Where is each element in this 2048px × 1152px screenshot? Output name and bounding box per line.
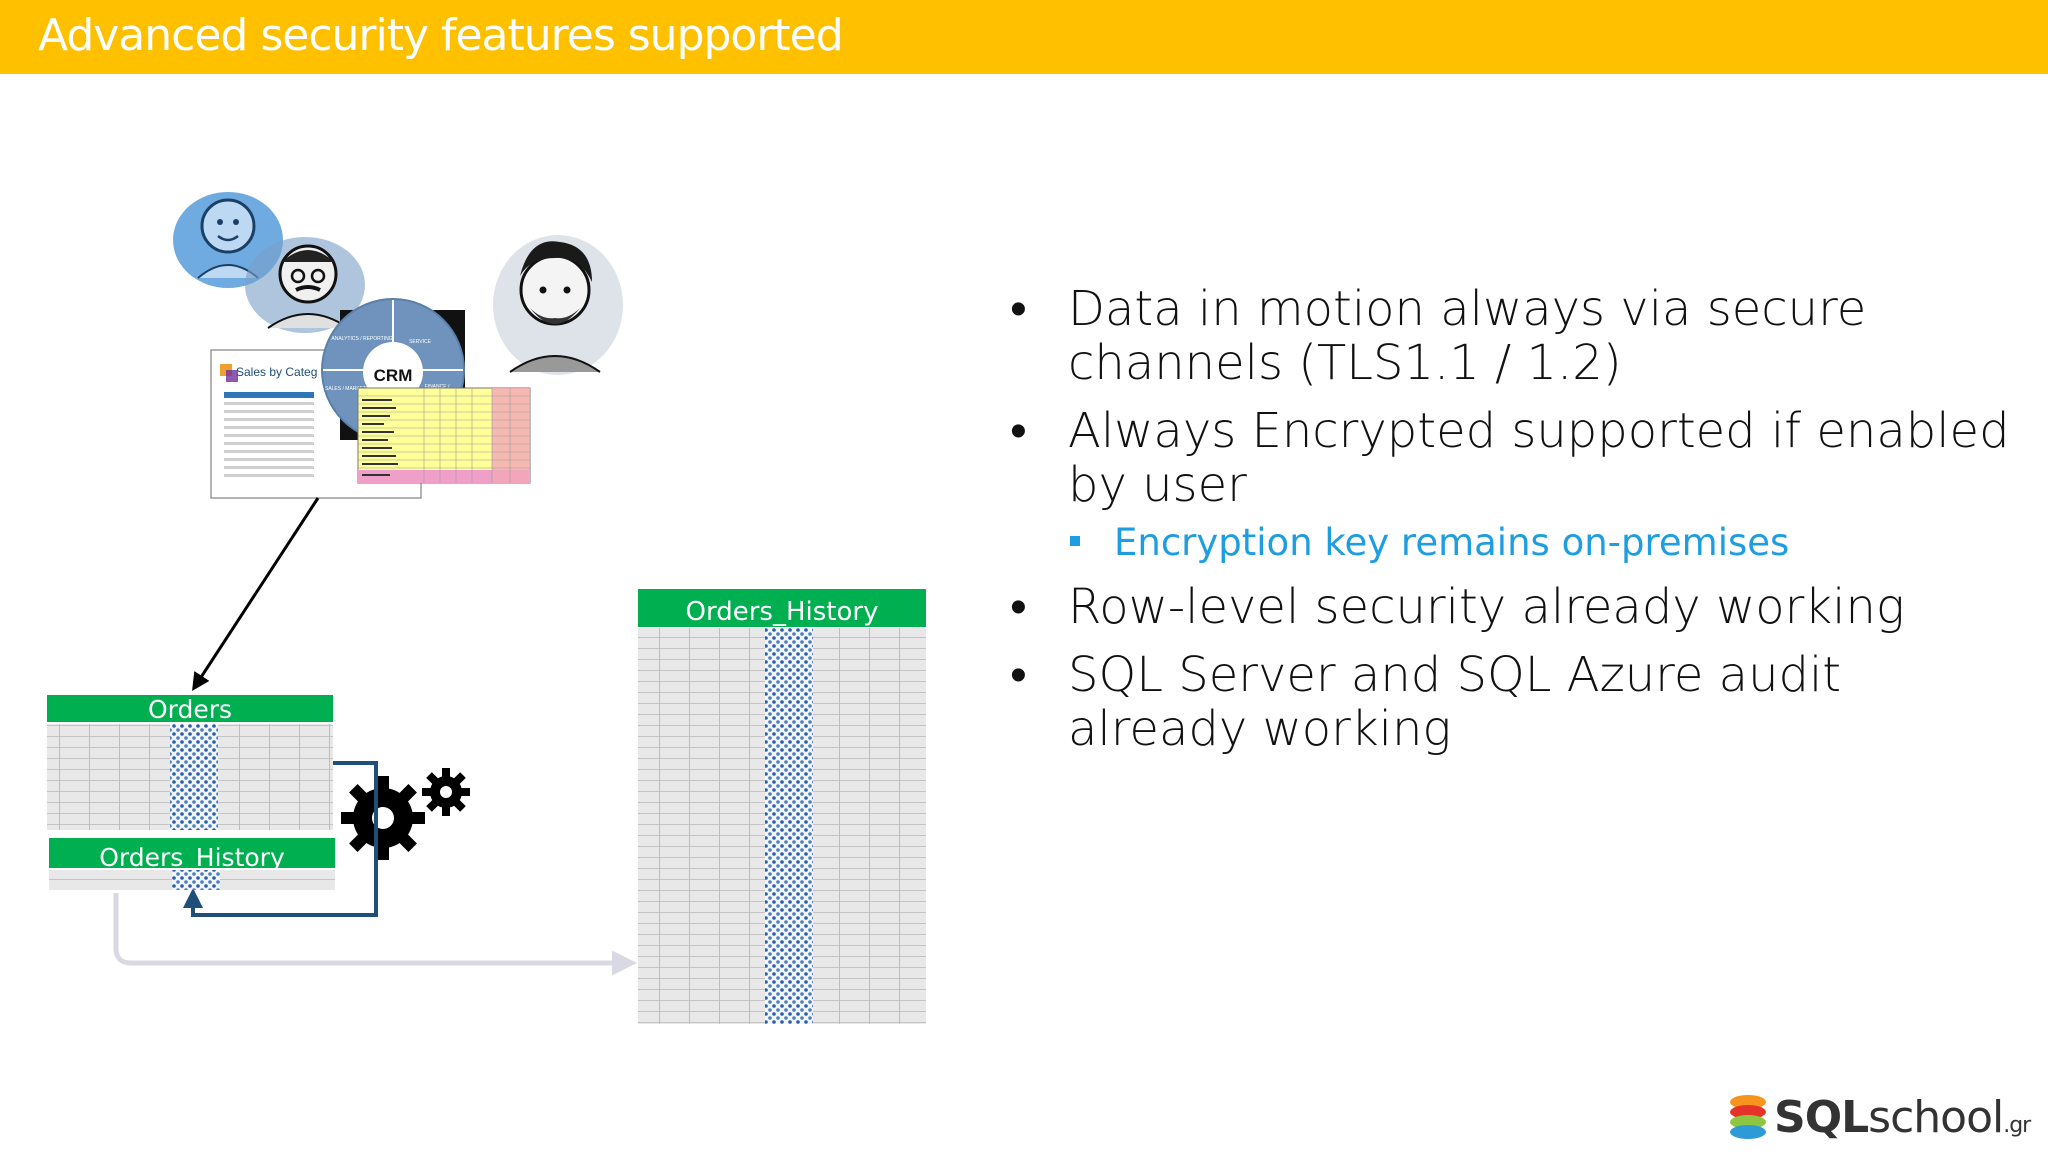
gears-icon	[341, 768, 470, 860]
bullet-text: Always Encrypted supported if enabled by…	[1068, 403, 2010, 513]
data-flow-diagram: Sales by Categ CRM ANALYTICS / REPORTING…	[47, 192, 926, 1024]
orders-history-large-label: Orders_History	[686, 597, 879, 627]
slide-title: Advanced security features supported	[38, 10, 844, 61]
bullet-list: • Data in motion always via secure chann…	[1010, 282, 2010, 770]
orders-history-small-table: Orders_History	[49, 838, 335, 890]
spreadsheet-grid	[357, 387, 531, 484]
bullet-item-2: • Always Encrypted supported if enabled …	[1010, 404, 2010, 512]
title-bar: Advanced security features supported	[0, 0, 2048, 74]
history-loop-arrow	[183, 761, 378, 917]
migration-arrow	[113, 893, 637, 976]
orders-history-small-label: Orders_History	[99, 843, 285, 872]
orders-table: Orders	[47, 695, 333, 830]
sqlschool-logo: SQLschool.gr	[1774, 1092, 2031, 1143]
user-avatar-3	[493, 235, 623, 375]
bullet-dot: •	[1010, 281, 1027, 337]
crm-segment-sales: SALES / MARKETING	[325, 386, 375, 392]
bullet-item-4: • SQL Server and SQL Azure audit already…	[1010, 648, 2010, 756]
square-bullet-icon	[1070, 536, 1080, 546]
bullet-dot: •	[1010, 579, 1027, 635]
crm-segment-service: SERVICE	[409, 339, 432, 345]
user-avatar-2	[245, 237, 365, 333]
logo-rest: school	[1868, 1092, 2004, 1143]
orders-history-large-table: Orders_History	[638, 589, 926, 1024]
bullet-dot: •	[1010, 403, 1027, 459]
crm-label: CRM	[374, 366, 413, 385]
report-title: Sales by Categ	[236, 365, 317, 379]
sub-bullet-item: Encryption key remains on-premises	[1010, 520, 2010, 566]
logo-bold: SQL	[1774, 1092, 1869, 1143]
bullet-text: Row-level security already working	[1068, 579, 1905, 635]
bullet-text: SQL Server and SQL Azure audit already w…	[1068, 647, 1842, 757]
orders-table-label: Orders	[148, 695, 232, 724]
bullet-item-1: • Data in motion always via secure chann…	[1010, 282, 2010, 390]
logo-suffix: .gr	[2003, 1113, 2031, 1138]
bullet-dot: •	[1010, 647, 1027, 703]
bullet-text: Data in motion always via secure channel…	[1068, 281, 1867, 391]
crm-segment-analytics: ANALYTICS / REPORTING	[331, 336, 392, 342]
sqlschool-logo-icon	[1730, 1095, 1766, 1139]
sub-bullet-text: Encryption key remains on-premises	[1114, 521, 1790, 564]
bullet-item-3: • Row-level security already working	[1010, 580, 2010, 634]
write-flow-arrow	[192, 497, 320, 692]
crm-segment-finance: FINANCE /	[425, 384, 450, 390]
